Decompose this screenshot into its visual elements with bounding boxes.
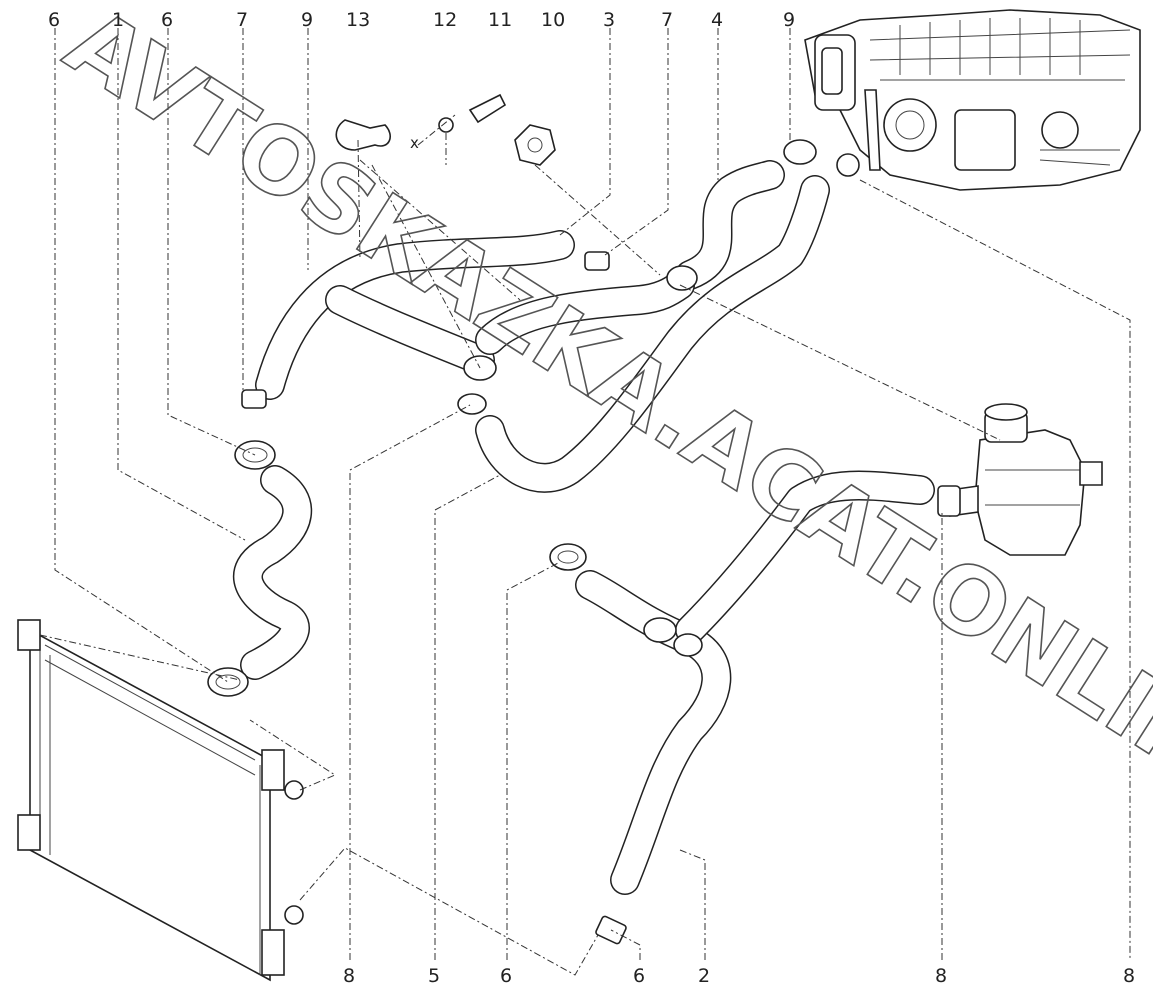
hose-9-heater xyxy=(255,230,575,400)
callout-6: 6 xyxy=(48,9,60,31)
callout-11: 11 xyxy=(488,9,512,31)
callout-13: 13 xyxy=(346,9,370,31)
callout-4: 4 xyxy=(711,9,723,31)
marker-x: x xyxy=(410,134,419,152)
hose-5 xyxy=(475,175,830,493)
callout-6: 6 xyxy=(161,9,173,31)
engine-block xyxy=(804,9,1141,191)
hose-3 xyxy=(475,270,695,355)
callout-3: 3 xyxy=(603,9,615,31)
callout-9: 9 xyxy=(783,9,795,31)
callout-2: 2 xyxy=(698,965,710,987)
callout-8: 8 xyxy=(343,965,355,987)
hose-4 xyxy=(675,160,785,290)
callout-6: 6 xyxy=(500,965,512,987)
hose-1-upper-radiator xyxy=(233,465,313,680)
radiator xyxy=(17,619,304,982)
callout-5: 5 xyxy=(428,965,440,987)
callout-8: 8 xyxy=(935,965,947,987)
callout-10: 10 xyxy=(541,9,565,31)
callout-7: 7 xyxy=(236,9,248,31)
callout-12: 12 xyxy=(433,9,457,31)
hose-2-lower-radiator xyxy=(575,570,732,895)
clamps xyxy=(207,93,961,945)
hose-tank xyxy=(675,470,935,645)
callout-8: 8 xyxy=(1123,965,1135,987)
callout-7: 7 xyxy=(661,9,673,31)
callout-9: 9 xyxy=(301,9,313,31)
callout-6: 6 xyxy=(633,965,645,987)
callout-1: 1 xyxy=(112,9,124,31)
callout-labels-top: 6 1 6 7 9 13 12 11 10 3 7 4 9 x xyxy=(48,9,795,152)
callout-labels-bottom: 8 5 6 6 2 8 8 xyxy=(343,965,1135,987)
leader-lines xyxy=(39,28,1131,976)
